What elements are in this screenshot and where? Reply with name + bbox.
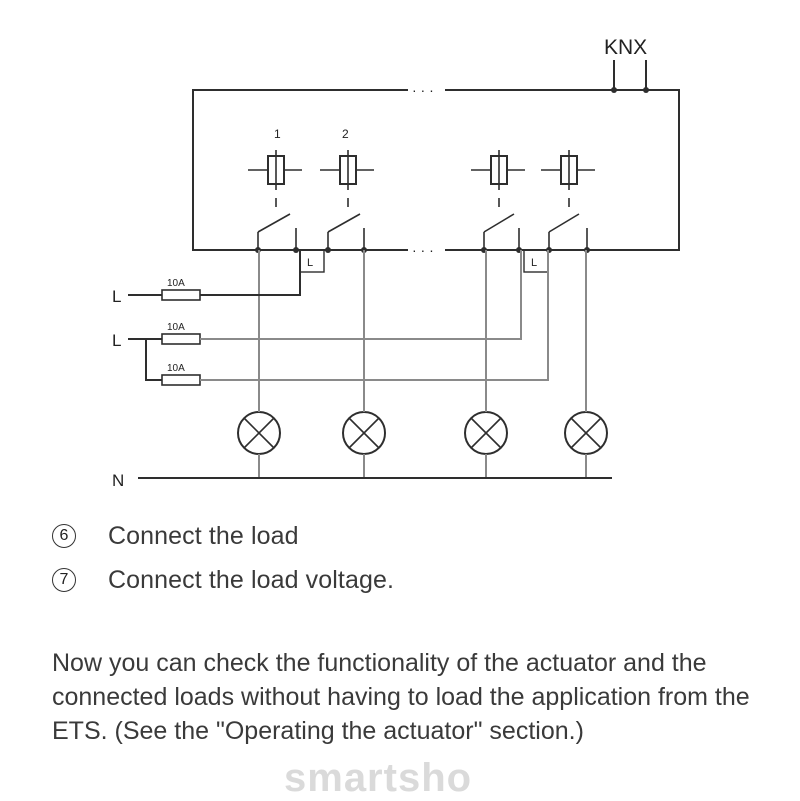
jumper-label-1: L [307,257,313,269]
jumper-2: L [523,249,549,273]
contact-3 [481,198,522,253]
fuse-label-1: 10A [167,278,185,289]
fuse-label-3: 10A [167,363,185,374]
supply-line-2-branch [145,338,162,381]
knx-label: KNX [604,36,647,59]
contact-4 [546,198,590,253]
relay-3 [471,150,525,190]
contact-1 [255,198,299,253]
lamp-2 [342,411,386,455]
step-number: 6 [52,524,76,548]
step-text: Connect the load [108,521,299,550]
lamp-3 [464,411,508,455]
line-label-2: L [112,331,121,350]
relay-4 [541,150,595,190]
lamp-1 [237,411,281,455]
jumper-label-2: L [531,257,537,269]
relay-2 [320,150,374,190]
neutral-label: N [112,471,124,490]
channel-label-1: 1 [274,127,281,141]
supply-line-3-out [200,250,549,381]
wiring-diagram: KNX · · · · · · 1 2 [112,36,680,490]
fuse-3 [161,374,201,386]
fuse-label-2: 10A [167,322,185,333]
fuse-2 [161,333,201,345]
relay-1 [248,150,302,190]
jumper-1: L [299,249,325,273]
line-label-1: L [112,287,121,306]
housing-right [445,89,680,251]
step-item: 6 Connect the load [52,516,772,556]
supply-line-1-out [200,250,301,296]
supply-line-2-out [200,250,522,340]
housing-top-ellipsis: · · · [412,82,434,98]
info-note: Now you can check the functionality of t… [52,649,750,745]
housing-bottom-ellipsis: · · · [412,242,434,258]
watermark: smartsho [284,756,473,800]
fuse-1 [161,289,201,301]
steps-list: 6 Connect the load 7 Connect the load vo… [52,516,772,604]
step-item: 7 Connect the load voltage. [52,560,772,600]
step-text: Connect the load voltage. [108,565,395,594]
lamp-4 [564,411,608,455]
contact-2 [325,198,367,253]
channel-label-2: 2 [342,127,349,141]
step-number: 7 [52,568,76,592]
